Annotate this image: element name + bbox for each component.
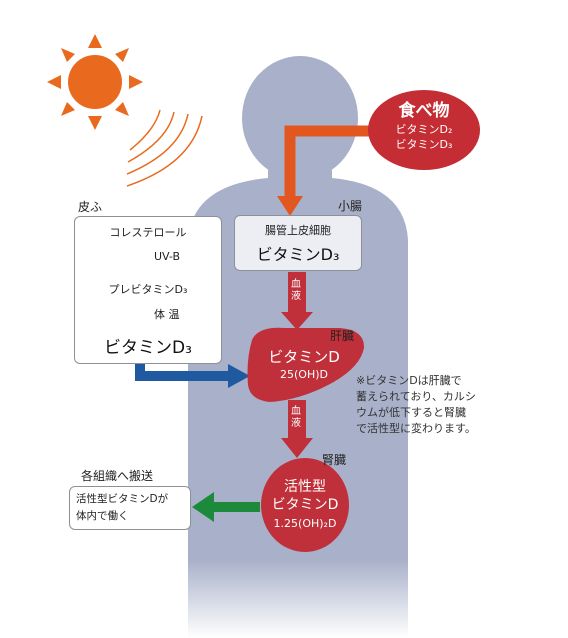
- skin-label: 皮ふ: [78, 200, 103, 214]
- skin-step3: ビタミンD₃: [104, 338, 192, 358]
- skin-arrow2-label: 体 温: [154, 308, 180, 321]
- skin-to-liver-arrow: [135, 362, 250, 388]
- transport-line1: 活性型ビタミンDが: [76, 493, 169, 505]
- bottom-fade: [180, 560, 420, 638]
- food-ellipse: [368, 90, 480, 170]
- skin-arrow1-label: UV-B: [154, 250, 181, 263]
- skin-step2: プレビタミンD₃: [108, 283, 188, 296]
- transport-box: [69, 486, 191, 530]
- liver-line1: ビタミンD: [268, 348, 340, 366]
- skin-box: [74, 216, 222, 364]
- kidney-shape: [261, 458, 349, 552]
- food-title: 食べ物: [398, 101, 450, 121]
- note-line4: で活性型に変わります。: [356, 422, 476, 435]
- kidney-line2: ビタミンD: [271, 497, 339, 513]
- food-label-group: 食べ物 ビタミンD₂ ビタミンD₃: [370, 100, 478, 152]
- food-to-intestine-arrow: [277, 125, 390, 216]
- note-line3: ウムが低下すると腎臓: [356, 406, 466, 419]
- skin-step1: コレステロール: [109, 226, 187, 239]
- kidney-label: 腎臓: [322, 453, 347, 467]
- kidney-line1: 活性型: [284, 479, 326, 495]
- food-line1: ビタミンD₂: [395, 123, 453, 136]
- note-text: ※ビタミンDは肝臓で 蓄えられており、カルシ ウムが低下すると腎臓 で活性型に変…: [356, 373, 506, 437]
- liver-shape: [247, 327, 365, 402]
- kidney-to-tissue-arrow: [192, 492, 260, 522]
- note-line2: 蓄えられており、カルシ: [356, 390, 476, 403]
- intestine-box: [234, 215, 362, 271]
- liver-label: 肝臓: [330, 329, 355, 343]
- head-shape: [242, 56, 358, 180]
- blood-arrow-1: [281, 272, 313, 330]
- note-line1: ※ビタミンDは肝臓で: [356, 374, 462, 387]
- sun-icon: [47, 34, 143, 130]
- transport-label: 各組織へ搬送: [81, 469, 154, 483]
- intestine-line2: ビタミンD₃: [256, 245, 340, 264]
- blood-label-2: 血液: [291, 406, 301, 429]
- blood-arrow-2: [281, 400, 313, 458]
- intestine-label: 小腸: [338, 199, 363, 213]
- food-line2: ビタミンD₃: [395, 138, 453, 151]
- blood-label-1: 血液: [291, 279, 301, 302]
- heat-waves-icon: [126, 109, 203, 187]
- liver-line2: 25(OH)D: [280, 368, 328, 381]
- kidney-line3: 1.25(OH)₂D: [273, 517, 337, 530]
- transport-line2: 体内で働く: [76, 510, 129, 522]
- intestine-line1: 腸管上皮細胞: [265, 224, 331, 237]
